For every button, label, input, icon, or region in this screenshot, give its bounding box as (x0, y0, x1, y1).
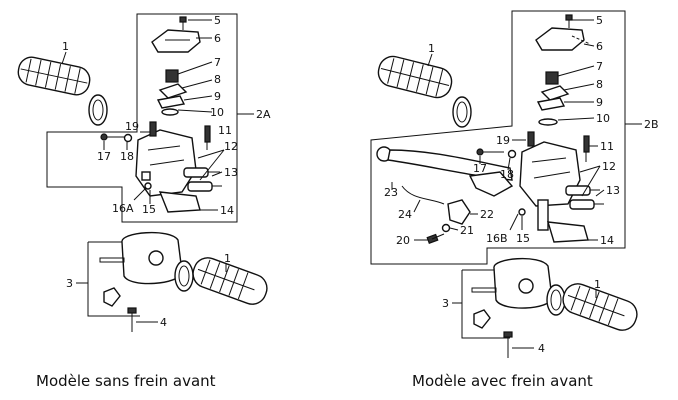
right-label-2b: 2B (644, 118, 659, 131)
right-label-1: 1 (428, 42, 435, 55)
left-grip-top (17, 56, 108, 126)
left-label-2a: 2A (256, 108, 271, 121)
right-label-4: 4 (538, 342, 545, 355)
right-caption: Modèle avec frein avant (412, 372, 593, 390)
right-grip-top (377, 55, 472, 128)
left-caption: Modèle sans frein avant (36, 372, 216, 390)
right-label-20: 20 (396, 234, 410, 247)
right-label-8: 8 (596, 78, 603, 91)
right-assembly-outline (370, 10, 626, 265)
right-label-22: 22 (480, 208, 494, 221)
left-label-11: 11 (218, 124, 232, 137)
right-switch-body (476, 131, 604, 243)
left-diagram: 1 5 6 7 8 9 10 2A 11 19 17 18 12 13 16A … (17, 13, 271, 390)
left-label-19: 19 (125, 120, 139, 133)
right-label-19: 19 (496, 134, 510, 147)
right-label-21: 21 (460, 224, 474, 237)
left-label-12: 12 (224, 140, 238, 153)
right-label-15: 15 (516, 232, 530, 245)
right-label-13: 13 (606, 184, 620, 197)
left-label-4: 4 (160, 316, 167, 329)
right-brake-switch-parts (401, 185, 471, 244)
left-leader-lines (61, 19, 254, 211)
right-callout-labels: 5 6 1 7 8 9 10 2B 19 11 17 18 12 13 23 2… (384, 14, 659, 355)
right-label-9: 9 (596, 96, 603, 109)
right-leader-lines (391, 19, 642, 241)
right-label-10: 10 (596, 112, 610, 125)
right-label-7: 7 (596, 60, 603, 73)
left-cover (151, 16, 201, 53)
left-callout-labels: 1 5 6 7 8 9 10 2A 11 19 17 18 12 13 16A … (62, 14, 271, 329)
left-label-15: 15 (142, 203, 156, 216)
right-label-5: 5 (596, 14, 603, 27)
left-switch-assembly (76, 231, 183, 332)
right-grip-bottom (546, 283, 638, 331)
left-grip-bottom (174, 257, 268, 305)
right-cover (535, 14, 591, 51)
left-label-18: 18 (120, 150, 134, 163)
right-label-24: 24 (398, 208, 412, 221)
right-switch-assembly (452, 257, 553, 358)
left-label-14: 14 (220, 204, 234, 217)
left-cylinder-parts (156, 69, 188, 116)
right-diagram: 5 6 1 7 8 9 10 2B 19 11 17 18 12 13 23 2… (370, 10, 659, 390)
right-label-6: 6 (596, 40, 603, 53)
left-label-8: 8 (214, 73, 221, 86)
left-label-17: 17 (97, 150, 111, 163)
left-label-10: 10 (210, 106, 224, 119)
left-label-13: 13 (224, 166, 238, 179)
right-label-16b: 16B (486, 232, 508, 245)
right-label-17: 17 (473, 162, 487, 175)
left-label-16a: 16A (112, 202, 134, 215)
left-label-7: 7 (214, 56, 221, 69)
left-label-6: 6 (214, 32, 221, 45)
right-label-11: 11 (600, 140, 614, 153)
left-label-1-bottom: 1 (224, 252, 231, 265)
left-label-9: 9 (214, 90, 221, 103)
right-label-12: 12 (602, 160, 616, 173)
left-label-1: 1 (62, 40, 69, 53)
right-label-18: 18 (500, 168, 514, 181)
right-cylinder-parts (536, 71, 570, 126)
right-label-14: 14 (600, 234, 614, 247)
right-label-23: 23 (384, 186, 398, 199)
right-label-3: 3 (442, 297, 449, 310)
left-assembly-outline (46, 13, 238, 223)
left-switch-body (100, 121, 222, 213)
right-brake-lever (376, 146, 514, 197)
right-label-1-bottom: 1 (594, 278, 601, 291)
left-label-3: 3 (66, 277, 73, 290)
left-label-5: 5 (214, 14, 221, 27)
